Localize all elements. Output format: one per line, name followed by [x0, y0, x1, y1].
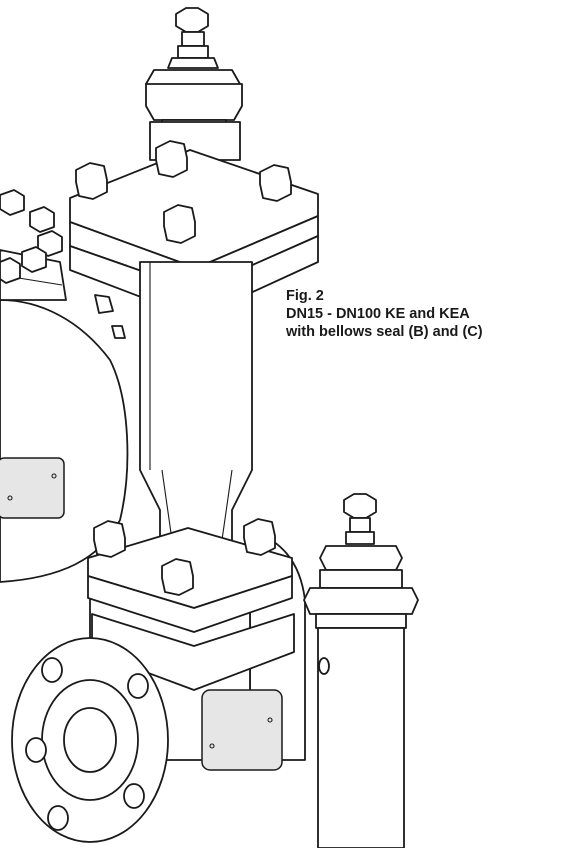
caption-seal-description: with bellows seal (B) and (C) — [286, 324, 483, 340]
name-plate — [201, 689, 283, 771]
background-nuts — [0, 189, 63, 284]
figure-caption: Fig. 2 DN15 - DN100 KE and KEA with bell… — [286, 287, 483, 341]
main-valve — [11, 7, 319, 843]
caption-figure-number: Fig. 2 — [286, 288, 324, 304]
bellows-insert — [303, 493, 419, 848]
top-stem — [145, 7, 243, 133]
background-valve — [0, 189, 129, 583]
pipe-flange — [11, 637, 169, 843]
caption-model-range: DN15 - DN100 KE and KEA — [286, 306, 470, 322]
bellows-column — [139, 261, 253, 561]
lower-flange — [87, 518, 295, 691]
